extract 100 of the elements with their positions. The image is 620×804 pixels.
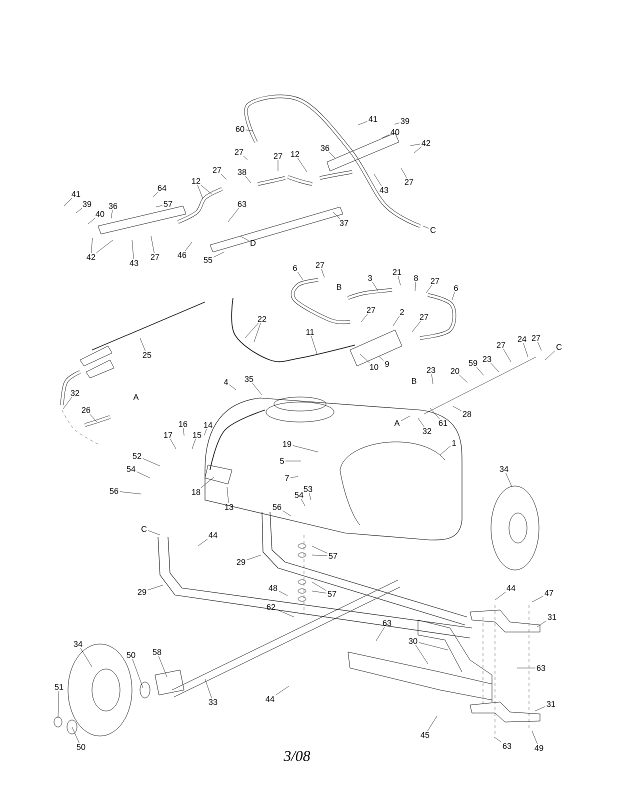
callout-label: 42 <box>422 140 430 146</box>
callout-label: 29 <box>138 589 146 595</box>
leader-line <box>398 276 401 286</box>
leader-line <box>170 438 176 450</box>
leader-line <box>538 342 542 351</box>
callout-label: 1 <box>452 440 456 446</box>
callout-label: 44 <box>506 585 516 591</box>
leader-line <box>298 272 304 280</box>
callout-label: 60 <box>236 126 244 132</box>
callout-label: 12 <box>291 151 300 157</box>
leader-line <box>246 130 254 132</box>
leader-line <box>64 198 72 206</box>
callout-label: 18 <box>192 489 200 495</box>
callout-label: 28 <box>462 411 472 417</box>
leader-line <box>332 212 340 220</box>
callout-label: 30 <box>408 638 418 644</box>
leader-line <box>111 210 113 218</box>
callout-label: 50 <box>76 744 86 750</box>
callout-label: 23 <box>482 356 492 362</box>
leader-line <box>400 416 410 422</box>
callout-label: 4 <box>224 379 228 385</box>
callout-label: B <box>412 378 416 384</box>
leader-line <box>312 590 326 594</box>
callout-label: 17 <box>164 432 172 438</box>
leader-line <box>290 476 298 478</box>
leader-line <box>158 656 168 678</box>
callout-label: C <box>141 526 147 532</box>
callout-label: 32 <box>70 390 80 396</box>
leader-line <box>308 492 312 500</box>
callout-label: 55 <box>204 257 212 263</box>
callout-label: 50 <box>126 652 136 658</box>
callout-label: 56 <box>272 504 282 510</box>
callout-label: 27 <box>274 153 282 159</box>
leader-line <box>431 374 434 384</box>
leader-line <box>72 726 80 744</box>
callout-label: 59 <box>468 360 478 366</box>
callout-label: 6 <box>454 285 458 291</box>
leader-line <box>321 268 325 278</box>
callout-label: 31 <box>548 614 556 620</box>
callout-label: 6 <box>293 265 297 271</box>
leader-line <box>244 322 259 338</box>
leader-line <box>276 609 294 618</box>
callout-label: 27 <box>316 262 324 268</box>
callout-label: C <box>556 344 562 350</box>
callout-label: 64 <box>158 185 166 191</box>
callout-label: 51 <box>54 684 64 690</box>
leader-line <box>503 348 512 362</box>
callout-label: 21 <box>392 269 402 275</box>
callout-label: 34 <box>74 641 82 647</box>
leader-line <box>80 648 92 668</box>
callout-label: 58 <box>152 649 162 655</box>
leader-line <box>214 252 224 258</box>
callout-label: 9 <box>385 361 389 367</box>
leader-line <box>200 476 214 488</box>
callout-label: 27 <box>404 179 414 185</box>
leader-line <box>184 242 192 252</box>
leader-line <box>243 156 248 160</box>
callout-label: 3 <box>368 275 372 281</box>
leader-line <box>360 354 370 364</box>
callout-label: 53 <box>304 486 312 492</box>
callout-label: 44 <box>266 696 274 702</box>
leader-line <box>412 320 421 332</box>
callout-label: 27 <box>420 314 428 320</box>
callout-label: 39 <box>82 201 92 207</box>
leader-line <box>532 730 538 744</box>
callout-label: 33 <box>208 699 218 705</box>
leader-line <box>140 338 146 352</box>
leader-line <box>285 460 302 462</box>
leader-line <box>430 408 440 420</box>
leader-line <box>358 121 368 126</box>
callout-label: 63 <box>502 743 512 749</box>
leader-line <box>532 596 544 602</box>
leader-line <box>312 546 328 554</box>
leader-line <box>418 418 424 428</box>
callout-label: 52 <box>132 453 142 459</box>
callout-label: 39 <box>400 118 410 124</box>
callout-label: 42 <box>86 254 96 260</box>
callout-label: 48 <box>268 585 278 591</box>
leader-line <box>494 736 502 742</box>
leader-line <box>301 498 306 506</box>
callout-label: 49 <box>534 745 544 751</box>
leader-line <box>376 626 385 642</box>
callout-label: 57 <box>328 553 338 559</box>
callout-label: B <box>336 284 342 290</box>
leader-line <box>382 134 390 138</box>
leader-line <box>400 168 407 178</box>
callout-label: 12 <box>192 178 200 184</box>
callout-label: 43 <box>380 187 388 193</box>
callout-label: 46 <box>178 252 186 258</box>
callout-label: 54 <box>126 466 136 472</box>
leader-line <box>197 184 204 200</box>
callout-label: 40 <box>96 211 104 217</box>
leader-line <box>148 530 160 536</box>
leader-line <box>76 208 82 214</box>
callout-label: 27 <box>496 342 506 348</box>
leader-line <box>422 226 429 229</box>
leader-line <box>142 458 160 466</box>
leader-line <box>278 590 288 596</box>
leader-line <box>452 292 455 300</box>
callout-label: 27 <box>532 335 540 341</box>
